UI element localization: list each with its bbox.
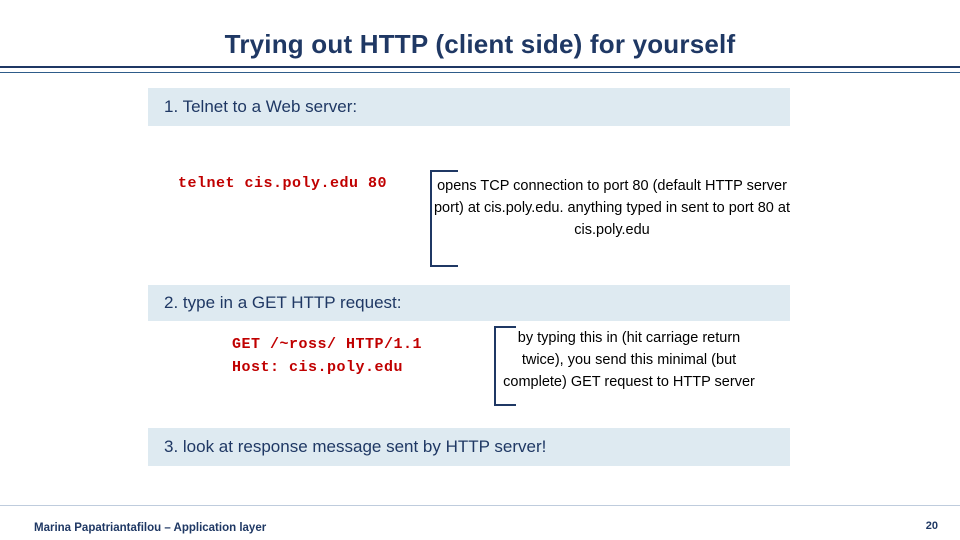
step-1-band: 1. Telnet to a Web server: bbox=[148, 88, 790, 126]
step-3-band: 3. look at response message sent by HTTP… bbox=[148, 428, 790, 466]
footer-divider bbox=[0, 505, 960, 506]
brace-2-shape bbox=[494, 326, 516, 406]
page-number: 20 bbox=[925, 520, 938, 532]
get-request-text: GET /~ross/ HTTP/1.1 Host: cis.poly.edu bbox=[232, 336, 423, 376]
brace-1-shape bbox=[430, 170, 458, 267]
step-1-label: 1. Telnet to a Web server: bbox=[164, 97, 358, 116]
step-2-label: 2. type in a GET HTTP request: bbox=[164, 293, 402, 312]
annotation-2-text: by typing this in (hit carriage return t… bbox=[503, 330, 755, 390]
title-divider bbox=[0, 66, 960, 73]
page-title: Trying out HTTP (client side) for yourse… bbox=[224, 29, 736, 59]
step-2-band: 2. type in a GET HTTP request: bbox=[148, 285, 790, 321]
annotation-1-text: opens TCP connection to port 80 (default… bbox=[433, 178, 790, 238]
telnet-command-text: telnet cis.poly.edu 80 bbox=[178, 175, 388, 192]
footer-author: Marina Papatriantafilou – Application la… bbox=[34, 522, 267, 534]
step-3-label: 3. look at response message sent by HTTP… bbox=[164, 437, 547, 456]
